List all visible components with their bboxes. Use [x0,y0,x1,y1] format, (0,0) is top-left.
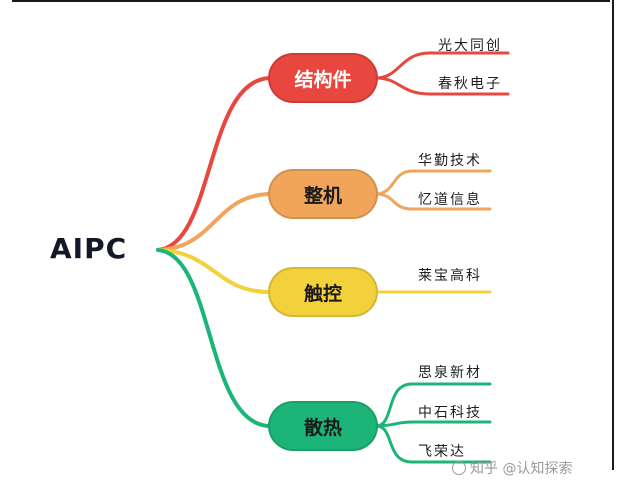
root-node: AIPC [50,232,128,265]
frame-top-border [12,0,610,2]
leaf-node: 光大同创 [438,38,502,54]
leaf-node: 华勤技术 [418,153,482,169]
leaf-node: 思泉新材 [418,365,482,381]
root-connector [156,192,272,252]
watermark: 知乎 @认知探索 [452,458,572,478]
branch-node-touch-control: 触控 [268,267,378,317]
branch-node-structural-parts: 结构件 [268,53,378,103]
zhihu-logo-icon [452,461,466,475]
leaf-node: 中石科技 [418,405,482,421]
leaf-node: 忆道信息 [418,192,482,208]
frame-right-border [612,0,614,470]
leaf-connector [374,382,492,428]
root-connector [156,248,272,428]
branch-node-complete-machine: 整机 [268,169,378,219]
leaf-connector [374,424,492,464]
leaf-connector [374,76,510,96]
root-connector [156,248,272,294]
leaf-node: 飞荣达 [418,444,466,460]
leaf-connector [374,192,492,211]
watermark-text: 知乎 @认知探索 [470,461,573,477]
leaf-node: 莱宝高科 [418,268,482,284]
branch-node-heat-dissipation: 散热 [268,401,378,451]
leaf-connector [374,420,492,428]
root-connector [156,76,272,252]
leaf-node: 春秋电子 [438,76,502,92]
